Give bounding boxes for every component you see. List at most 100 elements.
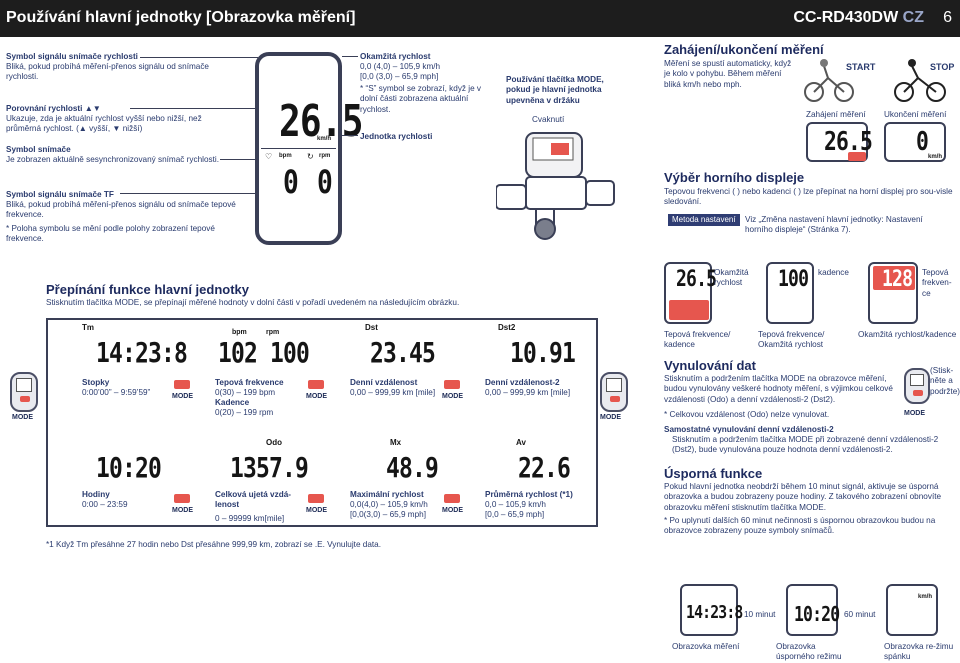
method-text: Viz „Změna nastavení hlavní jednotky: Na… [745,215,923,235]
mode-label: MODE [904,410,925,417]
measure-digits: 14:23:8 [686,602,743,623]
clock-name: Hodiny [82,490,110,499]
cadence-icon: ↻ [307,152,314,161]
screen-caption-3: Obrazovka re-žimu spánku [884,642,954,662]
start-label: START [846,62,876,72]
variant1-digits: 26.5 [676,267,717,292]
reset-hold: (Stisk-něte a podržte) [930,366,960,396]
mx-digits: 48.9 [386,451,439,484]
clock-digits: 10:20 [96,451,162,484]
eco-text: Pokud hlavní jednotka neobdrží během 10 … [664,482,942,512]
speed-title: Okamžitá rychlost [360,52,431,61]
reset-text: Stisknutím a podržením tlačítka MODE na … [664,374,893,404]
modes-title: Přepínání funkce hlavní jednotky [46,282,249,297]
eco-title: Úsporná funkce [664,466,763,481]
mode-press-icon [444,494,460,503]
upper-display-title: Výběr horního displeje [664,170,805,185]
stop-caption: Ukončení měření [884,110,947,119]
t60-label: 60 minut [844,610,876,619]
rpm-label: rpm [266,329,280,336]
symbol-title: Symbol snímače [6,145,71,154]
dst2-title: Samostatné vynulování denní vzdálenosti-… [664,425,834,434]
sensor-text: Bliká, pokud probíhá měření-přenos signá… [6,62,209,82]
tf-note: * Poloha symbolu se mění podle polohy zo… [6,224,215,244]
hr-range: 0(30) – 199 bpm [215,388,276,397]
bpm-label: bpm [232,329,247,336]
bracket-illustration [496,132,615,240]
upper-display-text: Tepovou frekvenci ( ) nebo kadenci ( ) l… [664,187,953,207]
odo-range: 0 – 99999 km[mile] [215,514,285,523]
tm-tag: Tm [82,323,94,332]
page-header: Používání hlavní jednotky [Obrazovka měř… [0,0,960,37]
dst-name: Denní vzdálenost [350,378,418,387]
cad-name: Kadence [215,398,250,407]
model-name: CC-RD430DW CZ [793,9,924,26]
sensor-title: Symbol signálu snímače rychlosti [6,52,138,61]
flow-line-top [46,318,598,320]
sleep-unit: km/h [918,594,933,600]
measure-screen: 14:23:8 [680,584,743,636]
mode-press-icon [174,494,190,503]
tf-title: Symbol signálu snímače TF [6,190,114,199]
mode-device-left [10,372,38,412]
mode-label: MODE [442,393,463,400]
method-tag: Metoda nastavení [668,214,740,226]
screen-caption-1: Obrazovka měření [672,642,740,651]
mode-label: MODE [306,507,327,514]
tf-text: Bliká, pokud probíhá měření-přenos signá… [6,200,236,220]
sleep-screen: km/h [886,584,938,636]
flow-line-left [46,318,48,527]
highlight [873,266,915,290]
mode-press-icon [308,494,324,503]
modes-sub: Stisknutím tlačítka MODE, se přepínají m… [46,298,460,307]
dst-range: 0,00 – 999,99 km [mile] [350,388,436,397]
leader-line [220,159,260,160]
av-name: Průměrná rychlost (*1) [485,490,573,499]
dst2-name: Denní vzdálenost-2 [485,378,560,387]
odo-name: Celková ujetá vzdá-lenost [215,490,291,510]
variant2-digits: 100 [778,267,809,292]
stop-label: STOP [930,62,955,72]
mode-label: MODE [172,507,193,514]
speed-note: * “S” symbol se zobrazí, když je v dolní… [360,84,482,114]
compare-text: Ukazuje, zda je aktuální rychlost vyšší … [6,114,202,134]
mx-range: 0,0(4,0) – 105,9 km/h [350,500,428,509]
variant1-label: Okamžitá rychlost [714,268,749,288]
stopwatch-range: 0:00’00” – 9:59’59” [82,388,151,397]
display-variant-3: 128 [868,262,918,324]
reset-device [904,368,930,404]
hr-name: Tepová frekvence [215,378,284,387]
variant-caption-3: Okamžitá rychlost/kadence [858,330,957,339]
dst-tag: Dst [365,323,378,332]
mode-label: MODE [172,393,193,400]
start-display: 26.5 [806,122,873,162]
dst2-range: 0,00 – 999,99 km [mile] [485,388,571,397]
leader-line [140,57,258,58]
mode-press-icon [308,380,324,389]
start-caption: Zahájení měření [806,110,866,119]
hr-cad-digits: 102 100 [218,336,310,369]
cadence-digits: 0 [317,163,333,201]
cyclist-illustration [804,59,946,102]
hr-digits: 0 [283,163,299,201]
variant3-digits: 128 [882,267,913,292]
speed-unit: km/h [317,136,332,142]
click-label: Cvaknutí [532,115,565,124]
av-range: 0,0 – 105,9 km/h [485,500,546,509]
eco-note: * Po uplynutí dalších 60 minut nečinnost… [664,516,936,536]
mode-label: MODE [442,507,463,514]
modes-footnote: *1 Když Tm přesáhne 27 hodin nebo Dst př… [46,540,381,549]
speed-digits: 26.5 [279,96,363,147]
leader-line [120,193,260,194]
start-stop-text: Měření se spustí automaticky, když je ko… [664,59,792,89]
leader-line [342,135,358,136]
mode-press-icon [444,380,460,389]
odo-digits: 1357.9 [230,451,309,484]
dst2-text: Stisknutím a podržením tlačítka MODE při… [672,435,939,455]
mx-range-mph: [0,0(3,0) – 65,9 mph] [350,510,427,519]
variant-caption-2: Tepová frekvence/ Okamžitá rychlost [758,330,825,350]
flow-line-bottom [46,525,598,527]
mode-label: MODE [12,414,33,421]
dst2-digits: 10.91 [510,336,576,369]
mode-label: MODE [306,393,327,400]
